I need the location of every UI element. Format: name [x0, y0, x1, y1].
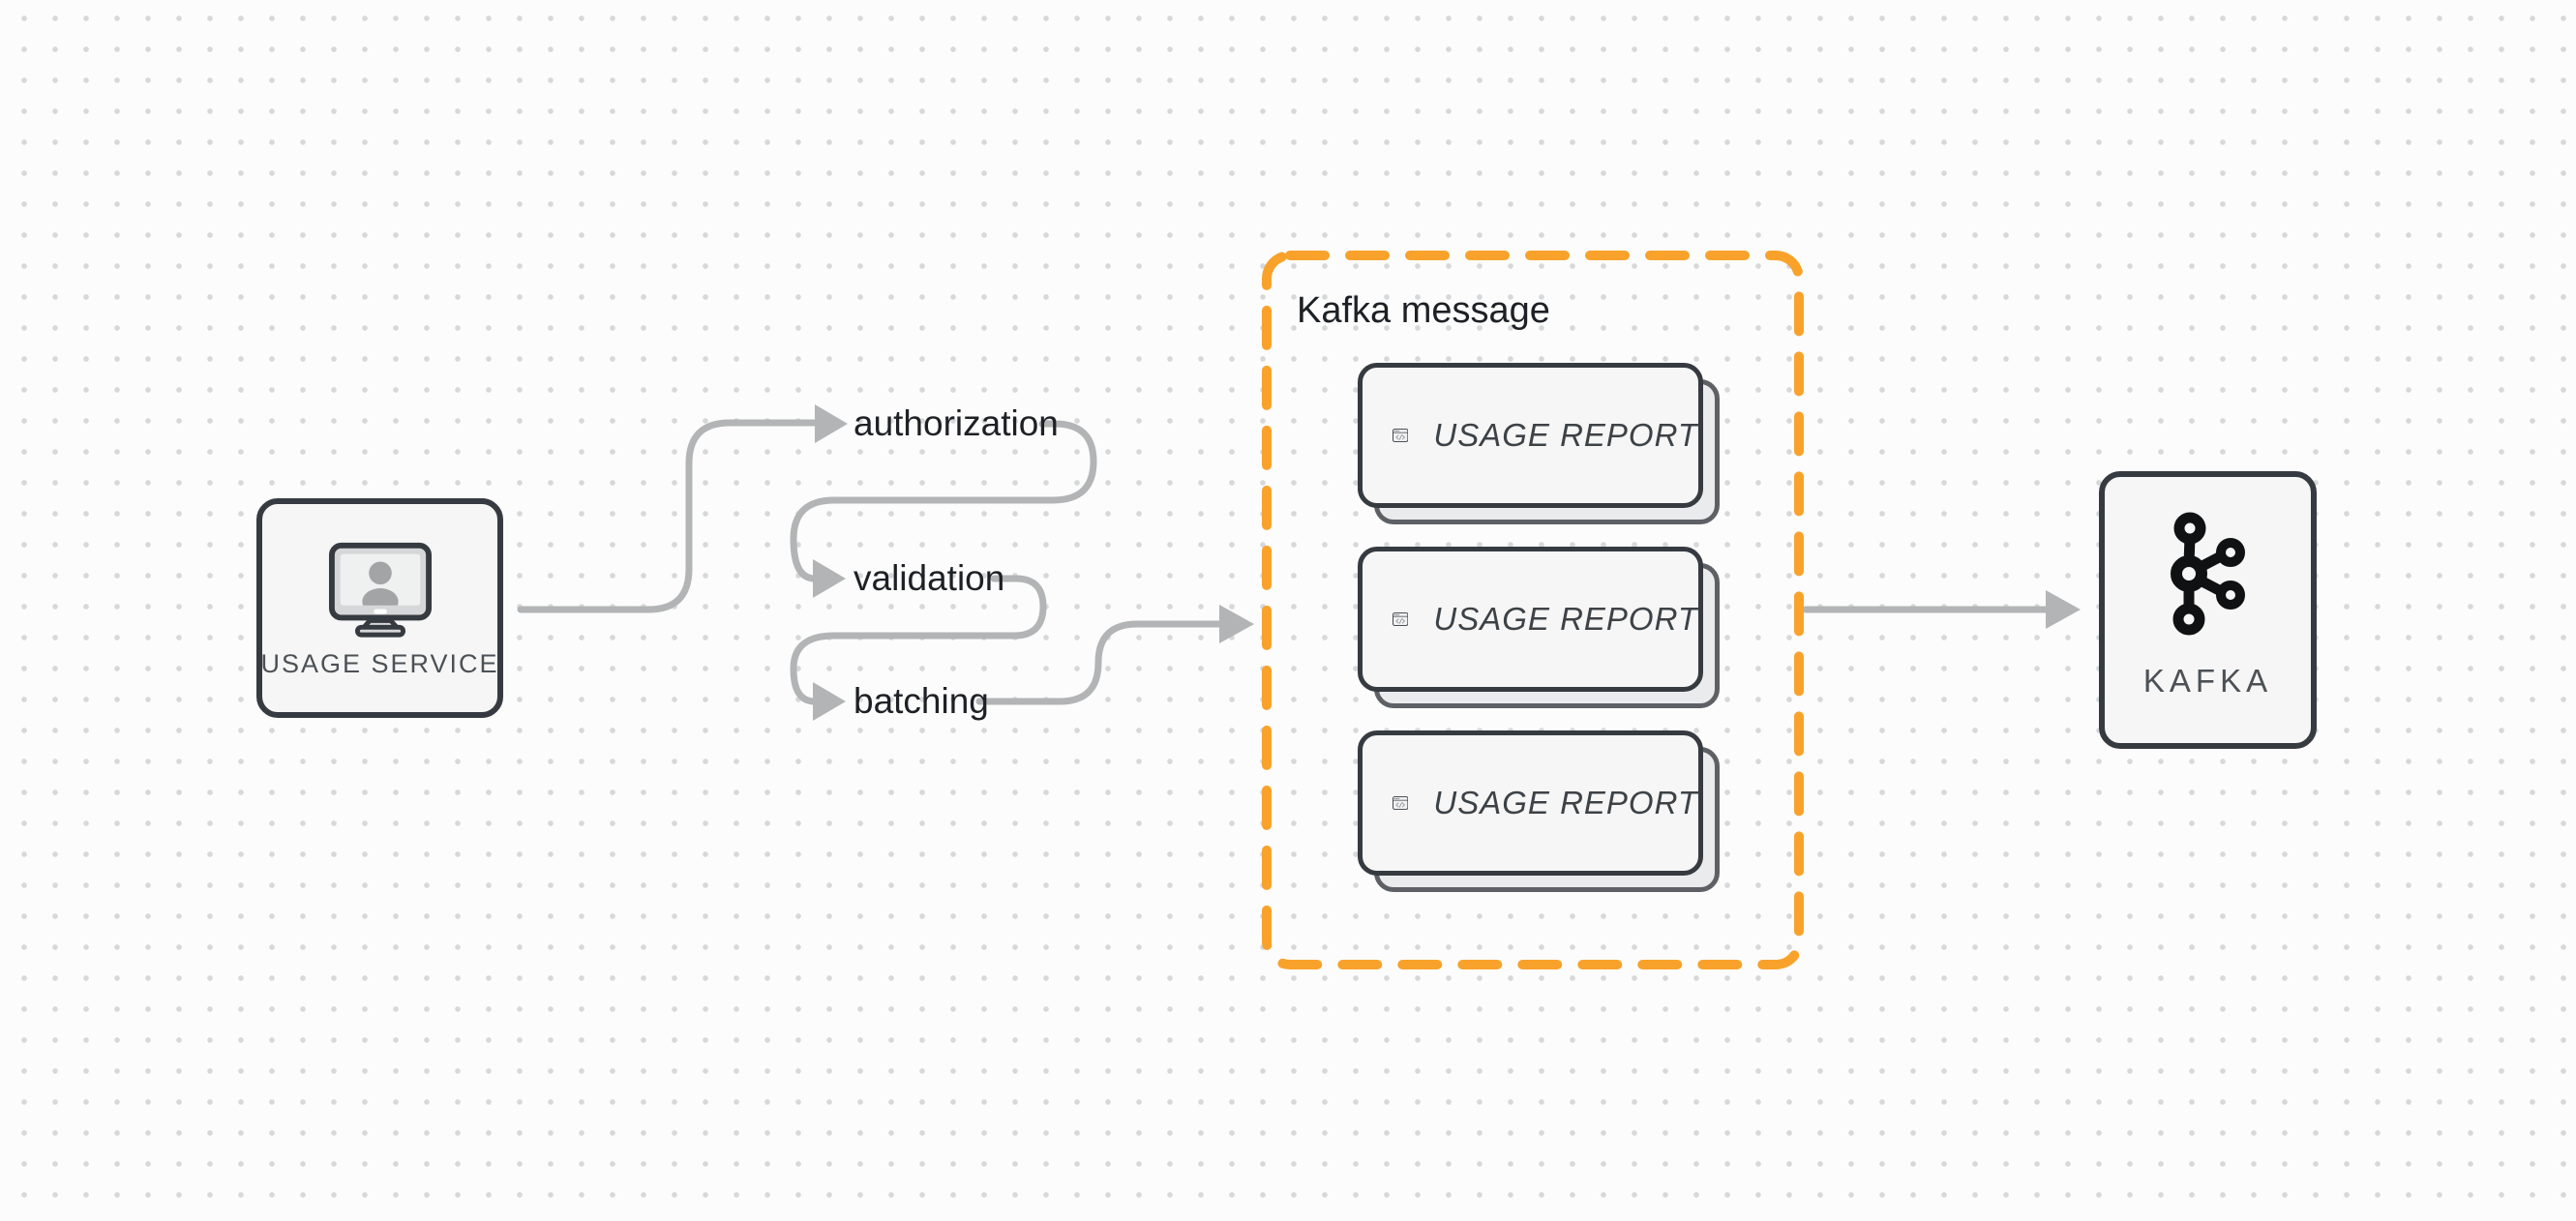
usage-report-label: USAGE REPORT: [1433, 601, 1698, 637]
edge-usage-to-authorization: [517, 419, 821, 613]
arrowhead-authorization: [815, 404, 848, 443]
kafka-label: KAFKA: [2142, 663, 2273, 699]
kafka-message-group: Kafka message USAGE REPORT: [1262, 251, 1804, 969]
edge-validation-to-batching: [790, 575, 1047, 705]
usage-service-node: USAGE SERVICE: [256, 498, 503, 718]
arrowhead-validation: [813, 559, 846, 598]
monitor-user-icon: [328, 542, 432, 638]
kafka-message-title: Kafka message: [1297, 290, 1550, 331]
code-window-icon: [1393, 612, 1409, 626]
flow-step-authorization: authorization: [854, 403, 1059, 443]
usage-report-label: USAGE REPORT: [1433, 785, 1698, 820]
usage-report-card-stack: USAGE REPORT: [1358, 547, 1720, 708]
arrowhead-kafka-message: [1219, 605, 1254, 643]
usage-service-label: USAGE SERVICE: [260, 649, 499, 678]
usage-report-card: USAGE REPORT: [1358, 730, 1703, 876]
kafka-node: KAFKA: [2099, 471, 2317, 749]
kafka-logo-icon: [2170, 512, 2245, 636]
usage-report-card-stack: USAGE REPORT: [1358, 730, 1720, 892]
flow-step-batching: batching: [854, 681, 989, 721]
dashed-group-border: [1262, 251, 1804, 969]
usage-report-card-stack: USAGE REPORT: [1358, 363, 1720, 524]
usage-report-card: USAGE REPORT: [1358, 363, 1703, 508]
edge-authorization-to-validation: [790, 420, 1097, 582]
code-window-icon: [1393, 429, 1409, 442]
arrowhead-batching: [813, 682, 846, 721]
edge-batching-to-kafka-message: [975, 620, 1225, 705]
flow-step-validation: validation: [854, 558, 1005, 598]
code-window-icon: [1393, 796, 1409, 810]
usage-report-label: USAGE REPORT: [1433, 417, 1698, 453]
usage-report-card: USAGE REPORT: [1358, 547, 1703, 692]
arrowhead-kafka: [2046, 590, 2081, 629]
